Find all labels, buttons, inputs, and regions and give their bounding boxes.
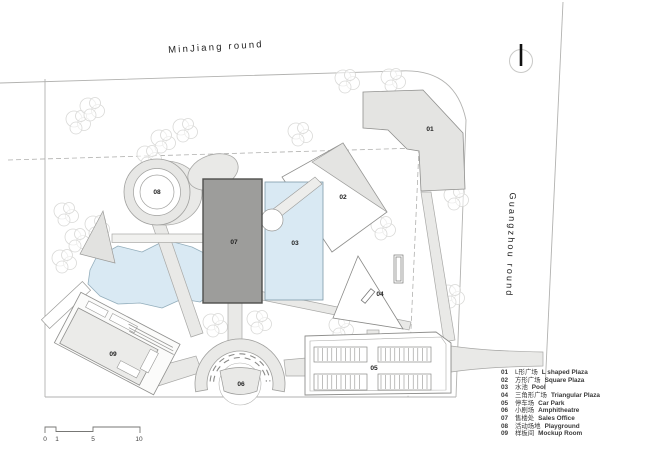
area-label-08: 08 (153, 189, 161, 196)
area-pool (260, 176, 324, 301)
scale-tick-0: 0 (43, 436, 47, 443)
legend-zh: 售楼处 (515, 414, 535, 422)
area-label-07: 07 (230, 239, 238, 246)
road-label-right: Guangzhou round (504, 192, 518, 297)
area-label-05: 05 (370, 365, 378, 372)
scale-bar: 0 1 5 10 (43, 426, 143, 443)
pool-island (260, 208, 284, 232)
legend-num: 01 (501, 369, 509, 376)
legend-en: Square Plaza (544, 376, 585, 384)
boundary-north-east (0, 70, 467, 398)
area-label-03: 03 (291, 240, 299, 247)
scale-tick-5: 5 (91, 436, 95, 443)
legend-num: 09 (501, 430, 509, 438)
path-horizontal-west (111, 233, 204, 243)
parking-stalls (317, 348, 428, 389)
amphitheatre-stage (219, 367, 262, 395)
legend-en: Car Park (538, 399, 565, 407)
legend-en: Triangular Plaza (550, 391, 600, 399)
legend-zh: 水池 (515, 384, 528, 392)
area-label-01: 01 (426, 126, 434, 133)
area-sales-office (202, 178, 263, 304)
area-amphitheatre (194, 338, 286, 406)
legend-en: L shaped Plaza (541, 369, 588, 376)
legend-en: Sales Office (538, 414, 575, 422)
sign-wall (393, 254, 404, 284)
legend-zh: 小剧场 (515, 407, 535, 415)
legend-num: 02 (501, 376, 509, 384)
legend-en: Playground (544, 422, 580, 430)
area-playground (123, 153, 239, 226)
area-triangular-plaza (332, 255, 404, 330)
road-stub-east (450, 345, 544, 373)
scale-tick-10: 10 (135, 436, 143, 443)
legend-num: 04 (501, 391, 509, 399)
legend-zh: 三角形广场 (515, 391, 547, 399)
legend-zh: 停车场 (515, 399, 535, 407)
legend-num: 05 (501, 399, 509, 407)
legend-en: Pool (531, 384, 546, 392)
legend-num: 03 (501, 384, 509, 392)
area-label-02: 02 (339, 194, 347, 201)
dashed-setback-lines (7, 147, 420, 398)
path-amphitheatre-to-carpark (283, 357, 307, 377)
legend-en: Amphitheatre (538, 407, 580, 415)
north-indicator-icon (509, 44, 533, 73)
legend-num: 06 (501, 407, 509, 415)
legend-num: 07 (501, 414, 509, 422)
road-label-top: MinJiang round (168, 39, 264, 56)
area-square-plaza (281, 142, 388, 253)
legend-zh: 样板间 (515, 430, 535, 438)
path-salesoffice-to-amphitheatre (227, 302, 243, 342)
legend-num: 08 (501, 422, 509, 430)
area-label-09: 09 (109, 351, 117, 358)
legend-zh: L形广场 (515, 369, 538, 376)
area-car-park (304, 331, 452, 396)
area-labels: 01 02 03 04 05 06 07 08 09 (109, 126, 434, 388)
area-l-shaped-plaza (362, 89, 466, 192)
area-label-04: 04 (376, 291, 384, 298)
scale-tick-1: 1 (55, 436, 59, 443)
legend-en: Mockup Room (538, 430, 583, 438)
west-triangle-plaza (79, 210, 116, 264)
area-mockup-room (40, 281, 181, 396)
area-label-06: 06 (237, 381, 245, 388)
path-from-lplaza (420, 191, 456, 343)
legend-zh: 活动场地 (515, 422, 541, 430)
east-road-edge (544, 1, 564, 391)
legend-zh: 方形广场 (515, 376, 541, 384)
